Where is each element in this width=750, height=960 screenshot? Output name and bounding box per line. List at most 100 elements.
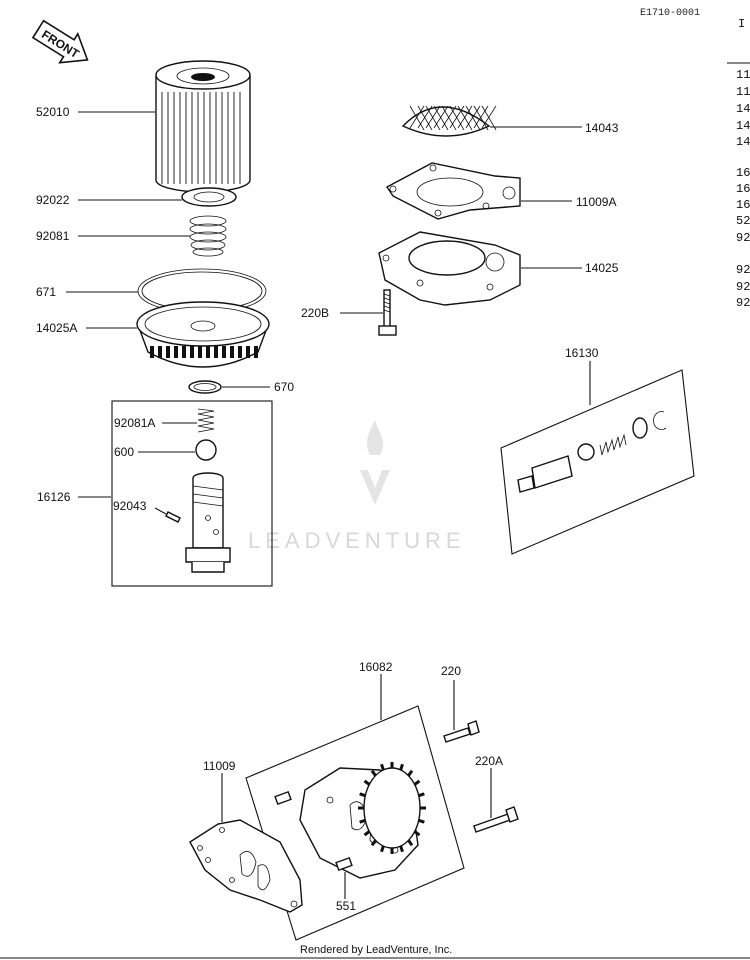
mesh-line [441, 105, 457, 131]
pump-housing-14025 [378, 231, 521, 306]
pin-92043 [165, 511, 181, 523]
relief-valve-body [517, 455, 573, 493]
footer-credit: Rendered by LeadVenture, Inc. [300, 944, 452, 956]
label-92081: 92081 [36, 229, 70, 243]
watermark-logo-icon [360, 420, 390, 505]
gear-tooth [418, 792, 425, 798]
relief-valve-circlip [653, 411, 667, 430]
filter-pleats [161, 92, 241, 184]
table-row: 14 [736, 102, 750, 116]
mesh-line [473, 105, 489, 131]
mesh-line [465, 105, 481, 129]
oil-pump-gear [358, 762, 426, 854]
relief-valve-washer [632, 417, 648, 439]
mesh-line [433, 105, 449, 131]
cover-rib [190, 346, 194, 358]
bolt-220 [443, 720, 480, 743]
mesh-line [425, 105, 441, 129]
valve-box-16126 [111, 400, 273, 587]
table-row: 11 [736, 85, 750, 99]
valve-body-16126 [185, 472, 231, 573]
mesh-line [441, 105, 457, 129]
gear-tooth [407, 839, 414, 847]
label-220B: 220B [301, 306, 329, 320]
gear-tooth [363, 779, 371, 786]
cover-rib [230, 346, 234, 358]
label-11009: 11009 [203, 759, 236, 773]
gear-tooth [380, 845, 385, 853]
label-220A: 220A [475, 754, 503, 768]
table-row: 16 [736, 182, 750, 196]
cover-rib [174, 346, 178, 358]
gear-tooth [413, 779, 421, 786]
label-14025A: 14025A [36, 321, 77, 335]
table-row: 16 [736, 166, 750, 180]
table-row: 92 [736, 263, 750, 277]
cover-rib [222, 346, 226, 358]
gear-tooth [359, 792, 366, 798]
mesh-line [465, 105, 481, 131]
cover-rib [158, 346, 162, 358]
label-600: 600 [114, 445, 134, 459]
label-16082: 16082 [359, 660, 393, 674]
relief-valve-spring [599, 433, 627, 456]
watermark-text: LEADVENTURE [248, 528, 466, 553]
gasket-11009 [189, 819, 303, 913]
gear-tooth [413, 830, 421, 837]
mesh-line [457, 105, 473, 129]
label-220: 220 [441, 664, 461, 678]
mesh-line [417, 105, 433, 129]
ref-code: E1710-0001 [640, 8, 700, 19]
spring-92081A [197, 408, 215, 433]
cover-ribs [150, 346, 258, 358]
table-row: 16 [736, 198, 750, 212]
mesh-line [417, 105, 433, 131]
ball-600 [195, 439, 217, 461]
dowel-pin-551 [335, 856, 353, 872]
label-671: 671 [36, 285, 56, 299]
label-92043: 92043 [113, 499, 147, 513]
oil-filter-52010 [155, 60, 251, 193]
mesh-line [409, 105, 425, 131]
mesh-line [473, 105, 489, 129]
gear-tooth [399, 763, 404, 771]
mesh-line [481, 105, 497, 131]
gear-tooth [399, 845, 404, 853]
cover-rib [254, 346, 258, 358]
cover-rib [238, 346, 242, 358]
cover-rib [246, 346, 250, 358]
cover-rib [198, 346, 202, 358]
oil-screen-14043 [401, 105, 497, 137]
label-11009A: 11009A [576, 195, 616, 209]
label-16126: 16126 [37, 490, 71, 504]
label-92022: 92022 [36, 193, 70, 207]
bolt-220B [378, 289, 397, 336]
relief-valve-ball [577, 443, 595, 461]
label-92081A: 92081A [114, 416, 155, 430]
gasket-11009A [385, 162, 521, 220]
mesh-line [433, 105, 449, 129]
mesh-line [481, 105, 497, 129]
label-551: 551 [336, 899, 356, 913]
gear-tooth [359, 818, 366, 824]
label-14043: 14043 [585, 121, 619, 135]
gear-tooth [363, 830, 371, 837]
label-16130: 16130 [565, 346, 599, 360]
table-row: 52 [736, 214, 750, 228]
mesh-line [449, 105, 465, 131]
label-52010: 52010 [36, 105, 70, 119]
label-670: 670 [274, 380, 294, 394]
cover-rib [214, 346, 218, 358]
relief-valve-box-16130 [500, 369, 695, 555]
table-row: 14 [736, 119, 750, 133]
bolt-220A [473, 806, 519, 833]
mesh-line [425, 105, 441, 131]
mesh-line [409, 105, 425, 129]
screen-mesh [409, 105, 497, 131]
table-row: 92 [736, 231, 750, 245]
table-header: I [738, 17, 745, 31]
spring-92081 [189, 215, 227, 257]
mesh-line [449, 105, 465, 129]
label-14025: 14025 [585, 261, 619, 275]
